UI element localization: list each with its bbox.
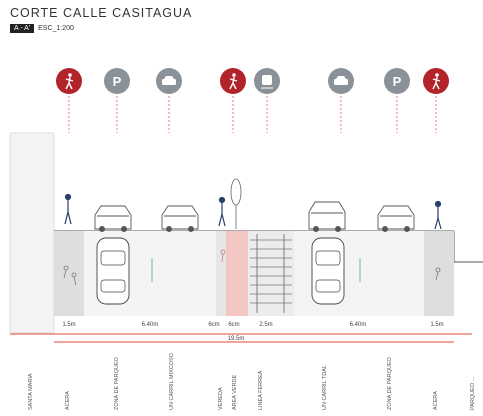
zone-label: ACERA	[433, 391, 439, 410]
parking-icon: P	[104, 68, 130, 94]
zone-labels: SANTA MARIA ACERA ZONA DE PARQUEO UN CARRIL…	[28, 352, 476, 410]
walk-icon	[423, 68, 449, 94]
pedestrian-plan-right	[435, 267, 441, 281]
svg-text:P: P	[113, 74, 122, 89]
pedestrian-elevation-center	[218, 196, 226, 227]
page-title: CORTE CALLE CASITAGUA	[10, 6, 193, 20]
car-elevation-2	[161, 205, 199, 232]
dimension-label: 6.40m	[350, 322, 367, 328]
pedestrians-plan-left	[63, 265, 77, 286]
sidewalk-right	[424, 231, 454, 316]
svg-text:P: P	[393, 74, 402, 89]
icon-connectors	[68, 96, 437, 133]
rail-line	[248, 231, 294, 316]
dimension-label: 1.5m	[430, 322, 443, 328]
zone-label: ZONA DE PARQUEO	[114, 357, 120, 410]
walk-icon	[56, 68, 82, 94]
section-subtitle: A - A' ESC_1:200	[10, 24, 74, 33]
zone-label: UN CARRIL TDAL	[322, 365, 328, 410]
zone-label: SANTA MARIA	[28, 373, 34, 410]
pedestrian-elevation-right	[434, 200, 442, 230]
dimension-label: 1.5m	[62, 322, 75, 328]
zone-label: VEREDA	[218, 387, 224, 410]
train-icon	[254, 68, 280, 94]
dimension-label: 2.5m	[259, 322, 272, 328]
car-icon	[328, 68, 354, 94]
walk-icon	[220, 68, 246, 94]
pedestrian-plan-center	[220, 249, 226, 263]
zone-label: LINEA FERREA	[258, 370, 264, 410]
total-dimension-label: 19.5m	[228, 336, 245, 342]
car-icon	[156, 68, 182, 94]
car-elevation-1	[94, 205, 132, 232]
left-building	[9, 132, 55, 334]
vereda	[216, 231, 226, 316]
zone-label: ZONA DE PARQUEO	[387, 357, 393, 410]
scale-label: ESC_1:200	[38, 25, 74, 32]
dimension-labels: 1.5m 6.40m 6cm 6cm 2.5m 6.40m 1.5m	[62, 322, 443, 328]
car-plan-left	[96, 237, 130, 305]
zone-label: ACERA	[65, 391, 71, 410]
dimension-label: 6.40m	[142, 322, 159, 328]
car-plan-right	[311, 237, 345, 305]
tree-icon	[230, 178, 242, 229]
zone-label: AREA VERDE	[232, 375, 238, 410]
pedestrian-elevation-left	[64, 193, 72, 225]
sidewalk-left	[54, 231, 84, 316]
car-elevation-3	[308, 201, 346, 232]
zone-label: UN CARRIL MIXCOSO	[169, 352, 175, 410]
green-area	[226, 231, 248, 316]
car-elevation-4	[377, 205, 415, 232]
parking-icon: P	[384, 68, 410, 94]
zone-label: PARQUEO ...	[470, 376, 476, 410]
section-tag: A - A'	[10, 24, 35, 33]
dimension-label: 6cm	[208, 322, 219, 328]
dimension-label: 6cm	[228, 322, 239, 328]
